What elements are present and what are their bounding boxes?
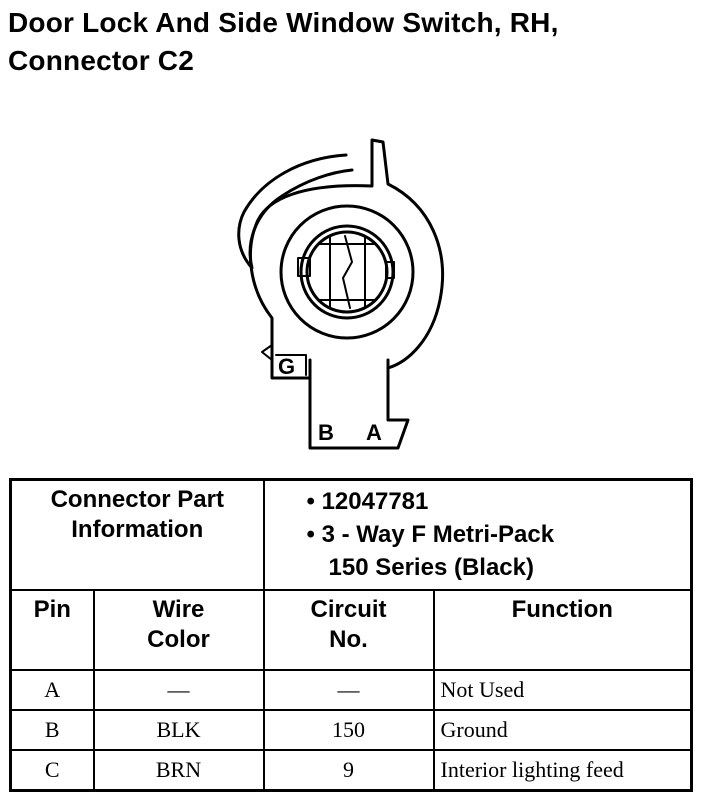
cell-pin: B bbox=[9, 709, 95, 751]
cell-function: Not Used bbox=[432, 669, 693, 711]
cell-pin: A bbox=[9, 669, 95, 711]
column-header-circuit-no: Circuit No. bbox=[262, 589, 435, 671]
connector-side-clip bbox=[237, 153, 354, 270]
part-description-line-1: • 3 - Way F Metri-Pack bbox=[306, 521, 555, 548]
table-row: A — — Not Used bbox=[9, 669, 693, 711]
cell-circuit: 150 bbox=[262, 709, 435, 751]
table-row: B BLK 150 Ground bbox=[9, 709, 693, 751]
connector-part-info-label: Connector Part Information bbox=[9, 478, 265, 591]
diagram-title: Door Lock And Side Window Switch, RH, Co… bbox=[8, 4, 698, 80]
pin-label-b: B bbox=[318, 420, 334, 445]
cell-wire-color: BRN bbox=[92, 749, 265, 792]
cell-wire-color: — bbox=[92, 669, 265, 711]
table-row: C BRN 9 Interior lighting feed bbox=[9, 749, 693, 792]
title-line-1: Door Lock And Side Window Switch, RH, bbox=[8, 7, 559, 38]
title-line-2: Connector C2 bbox=[8, 45, 194, 76]
connector-key-tab-left bbox=[297, 257, 311, 277]
column-header-function: Function bbox=[432, 589, 693, 671]
cell-wire-color: BLK bbox=[92, 709, 265, 751]
part-description-line-2: 150 Series (Black) bbox=[328, 554, 534, 581]
connector-info-table: Connector Part Information • 12047781 • … bbox=[9, 478, 694, 792]
pin-label-a: A bbox=[366, 420, 382, 445]
part-number: • 12047781 bbox=[306, 488, 429, 515]
connector-part-info-value: • 12047781 • 3 - Way F Metri-Pack 150 Se… bbox=[262, 478, 693, 591]
pin-label-g: G bbox=[278, 354, 295, 379]
connector-diagram: G B A bbox=[237, 138, 445, 450]
cell-circuit: — bbox=[262, 669, 435, 711]
column-header-wire-color: Wire Color bbox=[92, 589, 265, 671]
column-header-pin: Pin bbox=[9, 589, 95, 671]
connector-key-tab-right bbox=[385, 261, 395, 279]
connector-inner-ring bbox=[279, 204, 415, 340]
cell-function: Ground bbox=[432, 709, 693, 751]
cell-pin: C bbox=[9, 749, 95, 792]
cell-circuit: 9 bbox=[262, 749, 435, 792]
cell-function: Interior lighting feed bbox=[432, 749, 693, 792]
